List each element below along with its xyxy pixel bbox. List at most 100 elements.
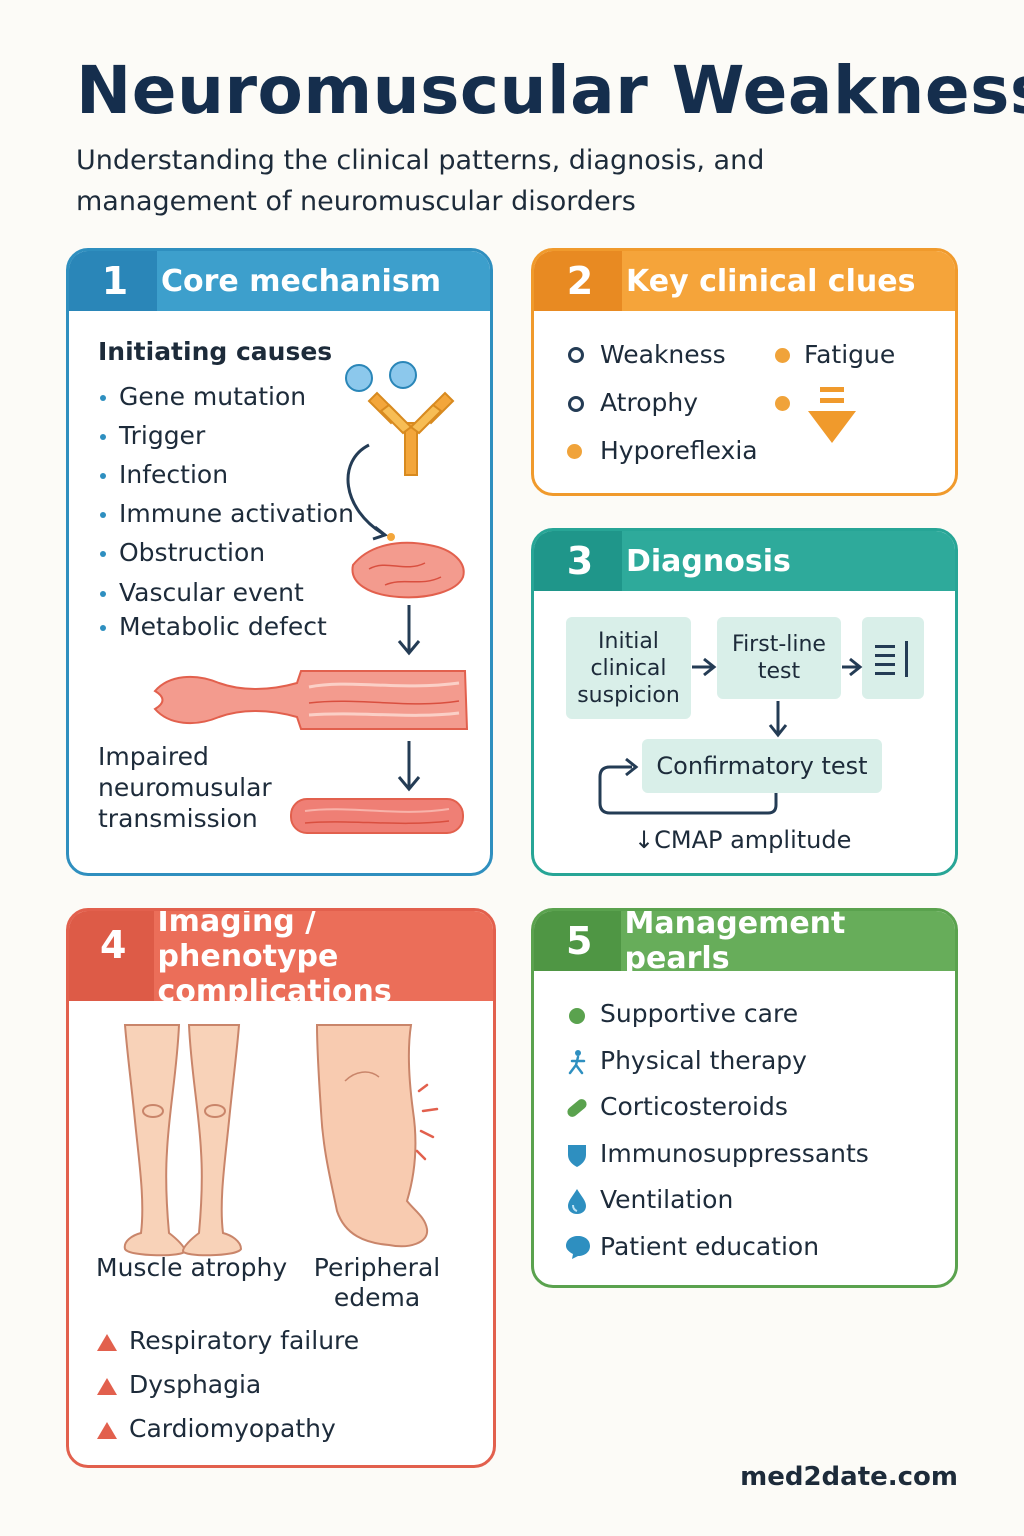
card-title-line: complications [157,973,392,1009]
card-core-mechanism: 1 Core mechanism Initiating causes Gene … [66,248,493,876]
list-item: Trigger [119,421,206,450]
step-confirmatory-test: Confirmatory test [642,739,882,793]
figure-label-atrophy: Muscle atrophy [96,1253,288,1282]
complication-item: Respiratory failure [129,1326,360,1355]
list-item: Vascular event [119,578,304,607]
arrow-right-icon [692,657,717,677]
list-item: Metabolic defect [119,612,327,641]
nerve-terminal-icon [351,533,465,599]
card-title: Imaging / phenotype [157,908,339,974]
clue-item: Fatigue [804,340,896,369]
decrease-arrow-icon [808,387,856,443]
list-item: Infection [119,460,229,489]
complication-item: Cardiomyopathy [129,1414,336,1443]
clue-item: Hyporeflexia [600,436,758,465]
step-text: clinical [590,655,667,681]
step-first-line-test: First-line test [717,617,841,699]
outcome-line: neuromusular [98,773,272,802]
bullet-icon [100,395,106,401]
mechanism-illustration [153,361,469,834]
pill-icon [567,1099,587,1117]
bullet-icon [100,591,106,597]
chat-bubble-icon [566,1236,590,1259]
legs-illustration [123,1024,439,1257]
document-icon [875,641,908,677]
figure-label-edema: Peripheral edema [299,1253,455,1313]
weak-muscle-icon [290,798,464,834]
card-diagnosis: 3 Diagnosis Initial clinical suspicion F… [531,528,958,876]
management-item: Patient education [600,1232,820,1261]
list-item: Gene mutation [119,382,307,411]
source-credit: med2date.com [740,1462,958,1492]
card-number: 5 [534,911,621,971]
card-title: Diagnosis [626,543,791,579]
diagnostic-finding: ↓CMAP amplitude [634,826,852,854]
complication-item: Dysphagia [129,1370,262,1399]
step-text: test [757,659,801,684]
edematous-leg-icon [315,1024,429,1248]
card-header: 5 Management pearls [534,911,955,976]
circle-filled-icon [567,444,582,459]
management-item: Supportive care [600,999,799,1028]
circle-filled-icon [775,348,790,363]
card-header: 1 Core mechanism [69,251,490,311]
card-clinical-clues: 2 Key clinical clues Weakness Fatigue At… [531,248,958,496]
figure-label-line: Peripheral [313,1253,441,1282]
card-number: 3 [534,531,622,591]
card-number: 2 [534,251,622,311]
arrow-right-icon [842,657,863,677]
card-number: 4 [69,911,154,1001]
management-item: Corticosteroids [600,1092,788,1121]
walking-person-icon [568,1050,586,1075]
outcome-line: Impaired [98,742,209,771]
circle-outline-icon [568,396,584,412]
card-header: 2 Key clinical clues [534,251,955,311]
circle-outline-icon [568,347,584,363]
card-title: Management pearls [624,908,846,976]
management-item: Immunosuppressants [600,1139,869,1168]
outcome-text: Impaired neuromusular transmission [98,741,272,834]
step-initial-suspicion: Initial clinical suspicion [566,617,691,719]
warning-triangle-icon [97,1378,117,1395]
antigen-icon [345,361,417,392]
curved-arrow-icon [346,443,386,537]
muscle-fiber-icon [153,670,469,730]
circle-filled-icon [775,396,790,411]
step-text: First-line [732,632,826,657]
warning-triangle-icon [97,1334,117,1351]
card-title: Core mechanism [161,263,441,299]
card-number: 1 [69,251,157,311]
diagnosis-arrows [598,657,863,815]
bullet-icon [100,512,106,518]
figure-label-line: edema [333,1283,421,1312]
droplet-icon [568,1189,586,1214]
atrophic-legs-icon [123,1024,243,1257]
bullet-icon [100,473,106,479]
bullet-icon [100,551,106,557]
swelling-lines-icon [415,1083,439,1161]
shield-icon [568,1145,586,1167]
outcome-line: transmission [98,804,258,833]
list-item: Obstruction [119,538,266,567]
causes-heading: Initiating causes [98,337,333,366]
card-header: 3 Diagnosis [534,531,955,591]
arrow-down-icon [768,701,788,738]
card-imaging-phenotype: 4 Imaging / phenotype complications Musc… [66,908,496,1468]
antibody-icon [367,391,455,476]
management-item: Physical therapy [600,1046,807,1075]
warning-triangle-icon [97,1422,117,1439]
management-item: Ventilation [600,1185,734,1214]
card-title: Key clinical clues [626,263,916,299]
list-item: Immune activation [119,499,354,528]
step-text: Initial [598,628,659,654]
loop-arrow-icon [598,757,778,815]
supportive-care-icon [569,1008,585,1024]
card-header: 4 Imaging / phenotype complications [69,908,493,1009]
bullet-icon [100,625,106,631]
step-text: suspicion [577,682,680,708]
report-box [862,617,924,699]
bullet-icon [100,434,106,440]
page-subtitle: Understanding the clinical patterns, dia… [76,145,765,217]
card-management-pearls: 5 Management pearls Supportive care Phys… [531,908,958,1288]
clue-item: Weakness [600,340,726,369]
